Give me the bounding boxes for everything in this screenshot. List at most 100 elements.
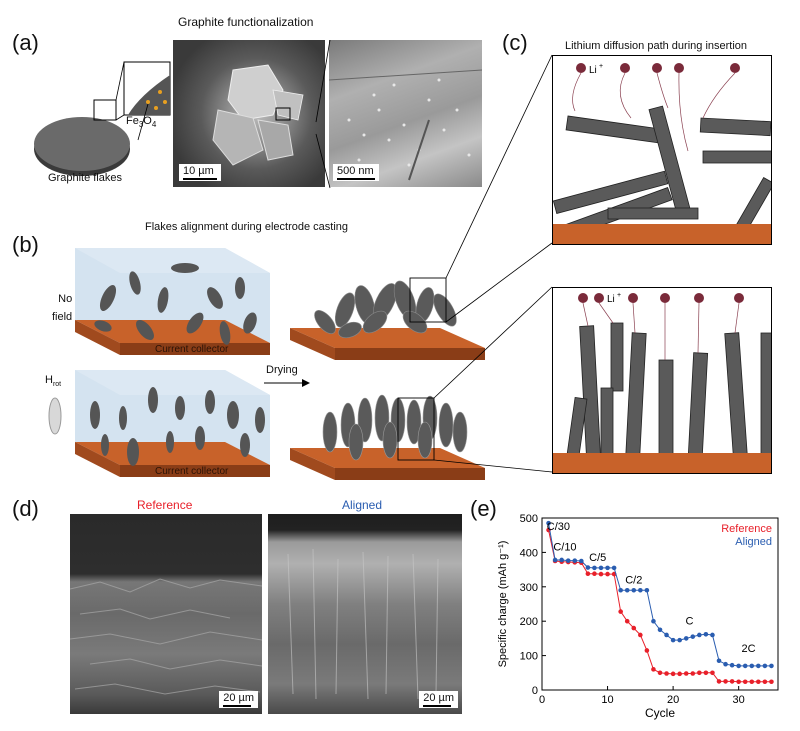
data-point-aligned [605, 565, 610, 571]
li-label-bottom: Li [607, 294, 615, 305]
electrode-field-wet: Current collector [75, 370, 270, 477]
data-point-reference [749, 679, 755, 685]
data-point-aligned [546, 520, 551, 526]
sem-image-graphite: 10 µm [173, 40, 325, 187]
data-point-aligned [762, 663, 768, 669]
data-point-aligned [592, 565, 597, 571]
x-axis-label: Cycle [645, 706, 675, 720]
fe-text: Fe [126, 115, 139, 127]
y-tick-label: 300 [520, 582, 538, 594]
scale-text-a-right: 500 nm [337, 165, 374, 177]
graphite-flake-illustration [34, 61, 171, 176]
data-point-aligned [756, 663, 761, 669]
electrode-field-dried [290, 394, 485, 480]
data-point-aligned [598, 565, 604, 571]
data-point-aligned [729, 662, 735, 668]
panel-c-label: (c) [502, 30, 528, 55]
data-point-aligned [736, 663, 741, 669]
y-tick-label: 500 [520, 513, 538, 525]
data-point-aligned [572, 558, 578, 563]
data-point-aligned [579, 558, 584, 564]
data-point-aligned [703, 631, 709, 637]
sem-cross-section-aligned: 20 µm [268, 514, 462, 714]
rate-label: C [686, 616, 694, 628]
zoom-lines-a [315, 40, 331, 189]
scale-bar-a-right: 500 nm [333, 164, 379, 181]
data-point-aligned [618, 587, 623, 593]
data-point-reference [638, 632, 643, 638]
data-point-reference [624, 618, 630, 624]
li-label-top: Li [589, 65, 597, 76]
current-collector-text-1: Current collector [155, 344, 229, 355]
data-point-reference [664, 671, 669, 676]
x-tick-label: 20 [667, 694, 679, 706]
data-point-aligned [624, 587, 630, 593]
rate-label: C/5 [589, 552, 606, 564]
fe-sub: 3 [138, 120, 144, 130]
data-point-aligned [716, 658, 722, 664]
svg-text:+: + [617, 292, 621, 299]
o-text: O [143, 115, 152, 127]
hrot-label: Hrot [45, 374, 61, 388]
x-tick-label: 0 [539, 694, 545, 706]
panel-b-title: Flakes alignment during electrode castin… [145, 221, 349, 233]
no-field-text: No field [52, 293, 73, 323]
data-point-reference [598, 571, 604, 577]
scale-bar-d-left: 20 µm [219, 691, 258, 708]
data-point-aligned [644, 587, 650, 593]
data-point-reference [742, 679, 748, 685]
data-point-aligned [638, 587, 643, 593]
data-point-reference [716, 679, 722, 684]
reference-label: Reference [137, 498, 193, 512]
svg-text:+: + [599, 63, 603, 70]
y-tick-label: 100 [520, 651, 538, 663]
y-tick-label: 200 [520, 616, 538, 628]
data-point-aligned [723, 661, 728, 667]
data-point-reference [670, 671, 676, 677]
panel-a-label: (a) [12, 30, 39, 55]
scale-bar-a-left: 10 µm [179, 164, 221, 181]
data-point-aligned [742, 663, 748, 669]
data-point-reference [710, 670, 715, 676]
drying-arrow [264, 379, 310, 387]
data-point-aligned [657, 627, 663, 633]
hrot-sub: rot [52, 381, 62, 389]
x-tick-label: 10 [601, 694, 613, 706]
y-tick-label: 400 [520, 547, 538, 559]
y-axis-label: Specific charge (mAh g⁻¹) [497, 541, 509, 668]
panel-e-label: (e) [470, 496, 497, 521]
data-point-reference [690, 671, 696, 676]
scale-bar-d-right: 20 µm [419, 691, 458, 708]
rate-label: 2C [741, 643, 755, 655]
y-tick-label: 0 [532, 685, 538, 697]
data-point-reference [762, 679, 768, 685]
data-point-reference [585, 571, 591, 577]
data-point-aligned [585, 565, 591, 570]
series-line-reference [548, 529, 772, 683]
data-point-reference [723, 679, 728, 684]
data-point-aligned [670, 637, 676, 643]
no-field-label: No field [52, 290, 72, 326]
legend-reference: Reference [721, 523, 772, 535]
fe3o4-label: Fe3O4 [126, 115, 156, 129]
panel-a-title: Graphite functionalization [178, 15, 314, 29]
panel-c-title: Lithium diffusion path during insertion [565, 40, 748, 52]
data-point-aligned [769, 663, 774, 669]
data-point-reference [729, 679, 735, 684]
data-point-aligned [677, 637, 682, 643]
diffusion-path-aligned: Li + [552, 287, 772, 474]
data-point-aligned [697, 632, 702, 638]
data-point-aligned [690, 634, 696, 639]
plot-frame [541, 517, 779, 691]
current-collector-text-2: Current collector [155, 466, 229, 477]
data-point-aligned [631, 587, 637, 593]
data-point-reference [657, 670, 663, 676]
data-point-aligned [611, 565, 617, 571]
rate-label: C/30 [547, 521, 570, 533]
o-sub: 4 [151, 120, 157, 130]
data-point-reference [644, 648, 650, 653]
legend-aligned: Aligned [735, 536, 772, 548]
panel-d-label: (d) [12, 496, 39, 521]
